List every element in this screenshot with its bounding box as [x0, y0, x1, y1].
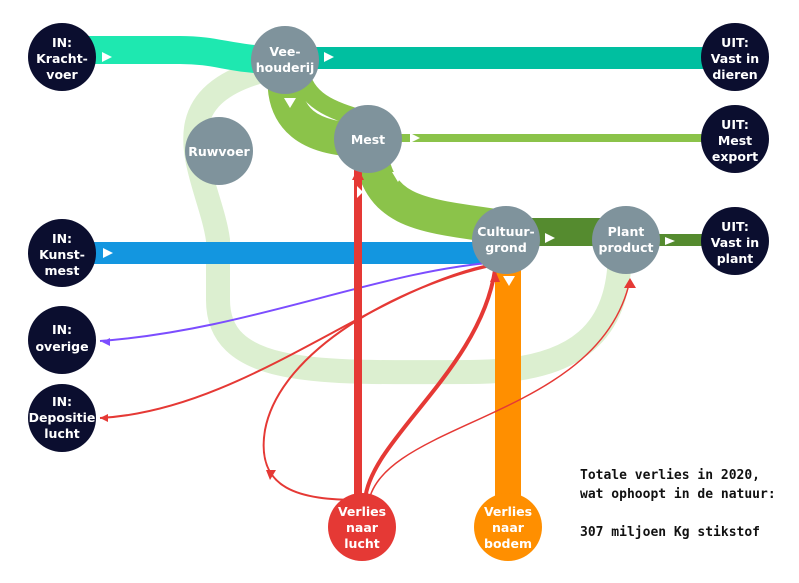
- summary-line-2: wat ophoopt in de natuur:: [580, 487, 776, 502]
- svg-text:Depositie: Depositie: [29, 410, 96, 425]
- svg-text:Plant: Plant: [608, 224, 645, 239]
- svg-text:naar: naar: [346, 520, 379, 535]
- node-veehouderij: Vee- houderij: [251, 26, 319, 94]
- node-ruwvoer: Ruwvoer: [185, 117, 253, 185]
- node-mest: Mest: [334, 105, 402, 173]
- node-cultuurgrond: Cultuur- grond: [472, 206, 540, 274]
- svg-text:Verlies: Verlies: [484, 504, 532, 519]
- node-verlies-bodem: Verlies naar bodem: [474, 493, 542, 561]
- svg-text:overige: overige: [35, 339, 88, 354]
- svg-text:Ruwvoer: Ruwvoer: [188, 144, 250, 159]
- summary-note: Totale verlies in 2020, wat ophoopt in d…: [580, 466, 776, 542]
- svg-text:UIT:: UIT:: [721, 117, 749, 132]
- svg-text:Kracht-: Kracht-: [36, 51, 88, 66]
- svg-text:IN:: IN:: [52, 231, 72, 246]
- svg-text:naar: naar: [492, 520, 525, 535]
- svg-text:UIT:: UIT:: [721, 219, 749, 234]
- node-in-overige: IN: overige: [28, 306, 96, 374]
- svg-text:lucht: lucht: [344, 536, 379, 551]
- node-uit-plant: UIT: Vast in plant: [701, 207, 769, 275]
- svg-text:Vee-: Vee-: [269, 44, 300, 59]
- flow-lucht-loop-3: [367, 279, 631, 506]
- node-uit-mest: UIT: Mest export: [701, 105, 769, 173]
- flow-krachtvoer: [80, 36, 281, 74]
- svg-text:IN:: IN:: [52, 322, 72, 337]
- svg-text:Cultuur-: Cultuur-: [477, 224, 534, 239]
- summary-line-3: 307 miljoen Kg stikstof: [580, 525, 761, 540]
- svg-text:IN:: IN:: [52, 394, 72, 409]
- node-in-kunstmest: IN: Kunst- mest: [28, 219, 96, 287]
- svg-text:voer: voer: [46, 67, 78, 82]
- node-uit-dieren: UIT: Vast in dieren: [701, 23, 769, 91]
- flow-lucht-loop-2: [363, 269, 497, 501]
- svg-text:lucht: lucht: [44, 426, 79, 441]
- flow-overige: [99, 261, 501, 342]
- svg-text:Verlies: Verlies: [338, 504, 386, 519]
- summary-line-1: Totale verlies in 2020,: [580, 468, 761, 483]
- node-verlies-lucht: Verlies naar lucht: [328, 493, 396, 561]
- node-in-krachtvoer: IN: Kracht- voer: [28, 23, 96, 91]
- flow-lucht-loop-1: [262, 264, 496, 501]
- svg-text:IN:: IN:: [52, 35, 72, 50]
- svg-text:grond: grond: [485, 240, 527, 255]
- svg-text:product: product: [599, 240, 654, 255]
- svg-text:Vast in: Vast in: [711, 51, 759, 66]
- svg-text:Vast in: Vast in: [711, 235, 759, 250]
- svg-text:houderij: houderij: [256, 60, 315, 75]
- node-in-depositie: IN: Depositie lucht: [28, 384, 96, 452]
- svg-text:mest: mest: [45, 263, 80, 278]
- node-plant-product: Plant product: [592, 206, 660, 274]
- svg-text:plant: plant: [717, 251, 754, 266]
- svg-text:dieren: dieren: [712, 67, 757, 82]
- svg-text:UIT:: UIT:: [721, 35, 749, 50]
- svg-text:Mest: Mest: [351, 132, 385, 147]
- svg-text:Mest: Mest: [718, 133, 752, 148]
- svg-text:Kunst-: Kunst-: [39, 247, 85, 262]
- svg-text:export: export: [712, 149, 758, 164]
- flow-depositie: [99, 261, 506, 419]
- svg-text:bodem: bodem: [484, 536, 532, 551]
